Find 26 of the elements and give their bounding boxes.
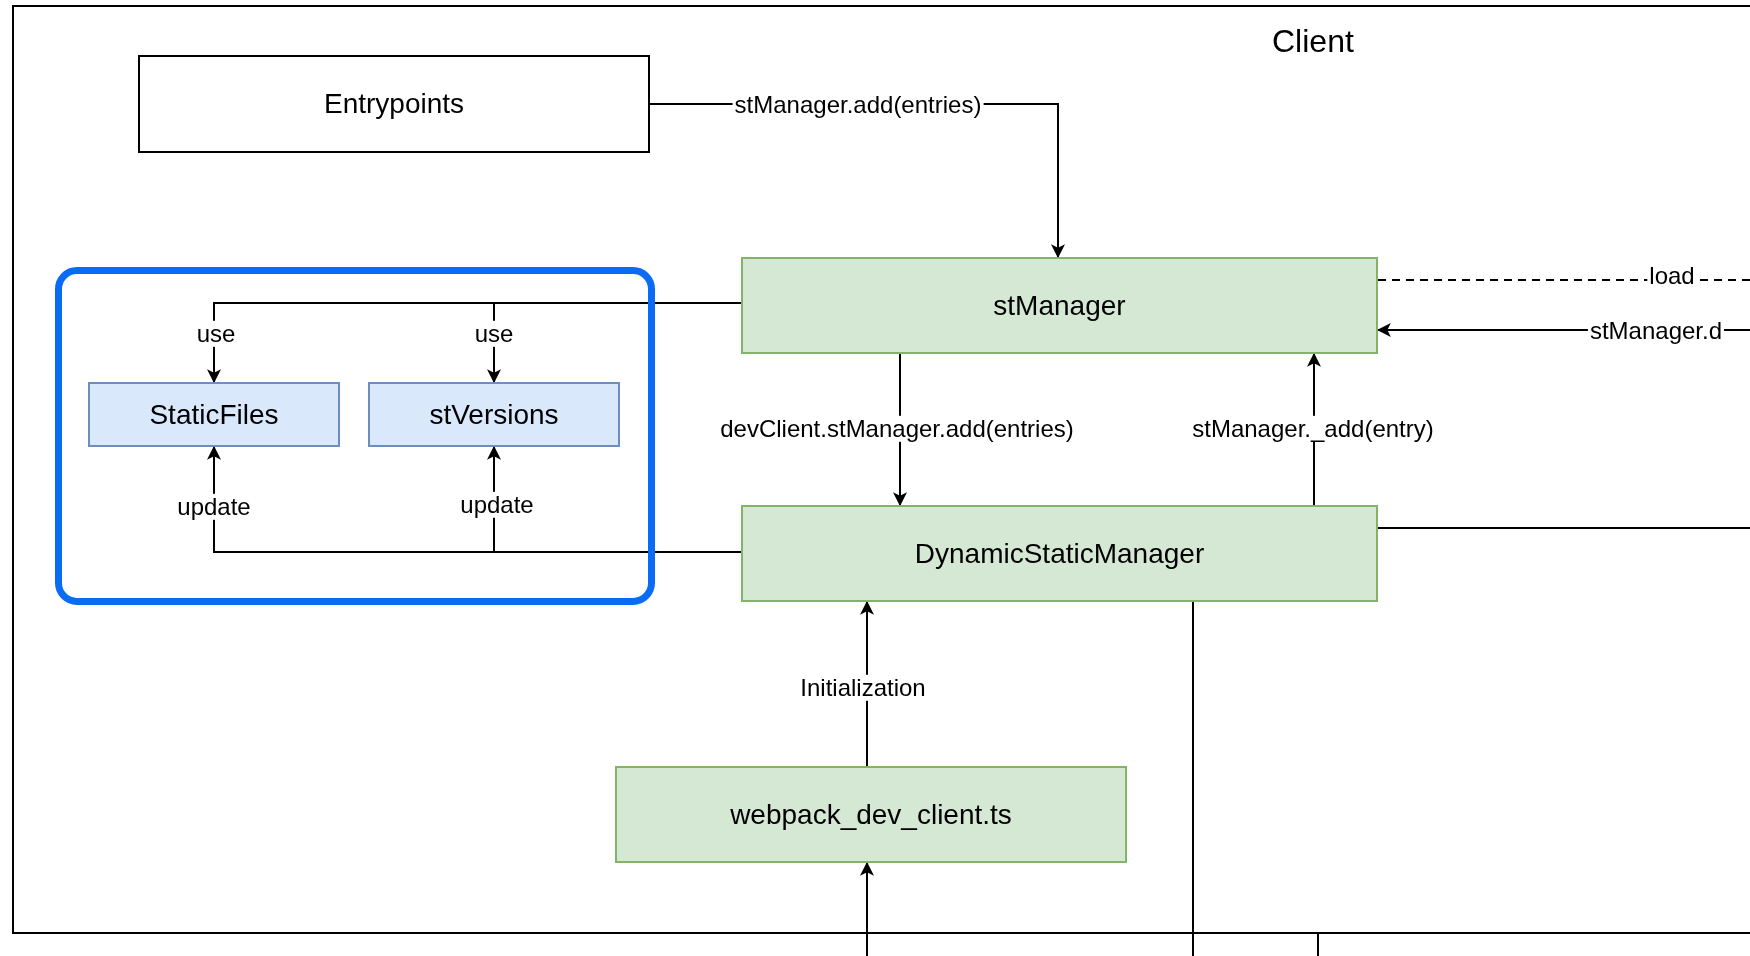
connector-line bbox=[1192, 601, 1194, 956]
component-box bbox=[615, 766, 1127, 863]
data-box bbox=[88, 382, 340, 447]
node-label: webpack_dev_client.ts bbox=[730, 798, 1012, 831]
component-box bbox=[741, 257, 1378, 354]
arrow bbox=[860, 861, 874, 956]
edge-label: devClient.stManager.add(entries) bbox=[718, 415, 1076, 443]
arrow bbox=[487, 445, 742, 553]
data-box bbox=[368, 382, 620, 447]
connector-line bbox=[1377, 279, 1750, 281]
node-label: stVersions bbox=[429, 398, 559, 431]
edge-label: update bbox=[175, 493, 253, 521]
client-frame bbox=[12, 5, 1750, 934]
node-label: Entrypoints bbox=[323, 88, 465, 120]
edge-label: update bbox=[458, 491, 536, 519]
component-box bbox=[741, 505, 1378, 602]
node-label: StaticFiles bbox=[149, 398, 279, 431]
group-box bbox=[55, 267, 655, 605]
node-label: DynamicStaticManager bbox=[914, 537, 1205, 570]
connector-line bbox=[1317, 933, 1319, 956]
edge-label: stManager._add(entry) bbox=[1190, 415, 1436, 443]
frame-title: Client bbox=[1272, 23, 1354, 60]
node-label: stManager bbox=[993, 289, 1126, 322]
arrow bbox=[487, 302, 742, 384]
process-box bbox=[138, 55, 650, 153]
connector-line bbox=[1377, 527, 1750, 529]
